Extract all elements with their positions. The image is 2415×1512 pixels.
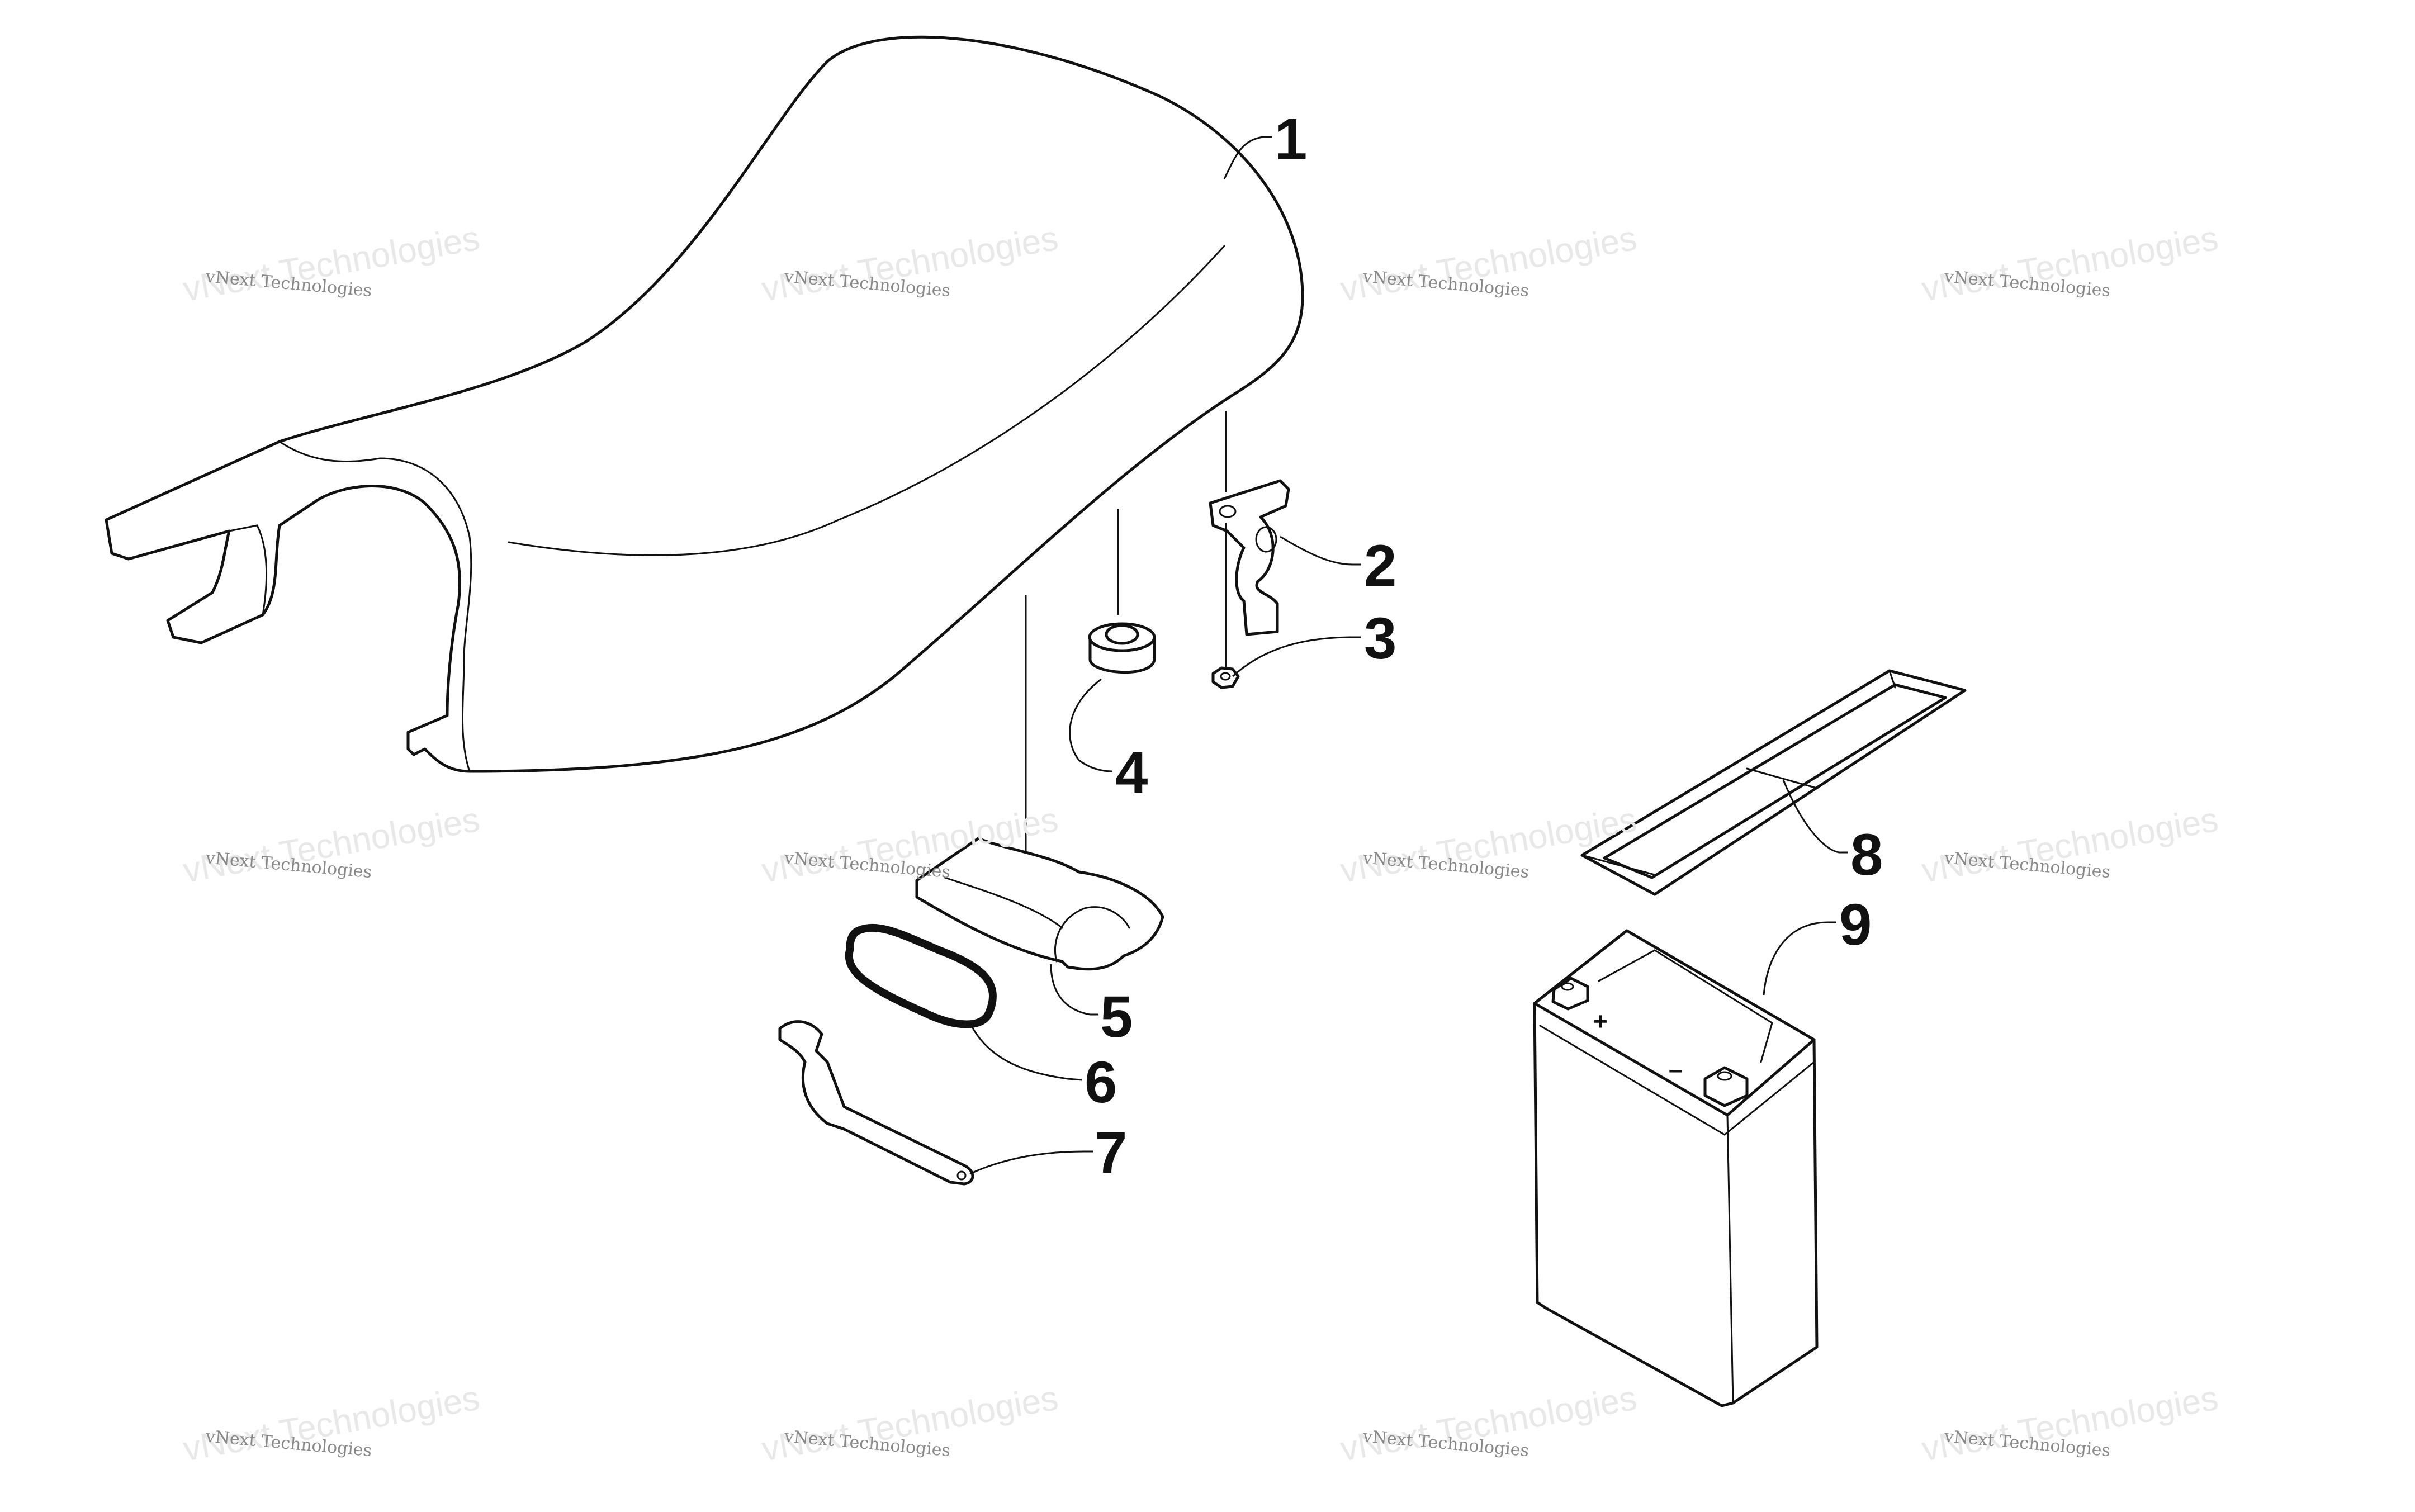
callout-7: 7 — [1095, 1120, 1127, 1186]
latch-bracket-part[interactable] — [1209, 411, 1290, 636]
watermark: vNext Technologies vNext Technologies — [1919, 800, 2221, 890]
callout-9: 9 — [1839, 892, 1872, 958]
battery-part[interactable]: + – — [1533, 929, 1819, 1407]
callout-labels: 1 2 3 4 5 6 7 8 9 — [1085, 107, 1883, 1186]
callout-3: 3 — [1364, 606, 1396, 671]
callout-4: 4 — [1115, 740, 1148, 805]
bumper-part[interactable] — [1088, 509, 1156, 674]
watermark: vNext Technologies vNext Technologies — [181, 1379, 482, 1469]
watermark: vNext Technologies vNext Technologies — [181, 800, 482, 890]
spanner-wrench-part[interactable] — [778, 1020, 974, 1186]
battery-strap-part[interactable] — [1580, 669, 1967, 896]
battery-negative-label: – — [1669, 1056, 1682, 1083]
seat-part[interactable] — [105, 35, 1304, 773]
callout-2: 2 — [1364, 533, 1396, 599]
watermark: vNext Technologies vNext Technologies — [759, 1379, 1061, 1469]
battery-positive-label: + — [1593, 1008, 1608, 1035]
callout-5: 5 — [1100, 984, 1133, 1050]
watermark: vNext Technologies vNext Technologies — [1338, 219, 1640, 309]
leader-lines — [969, 136, 1848, 1175]
watermark: vNext Technologies vNext Technologies — [1919, 219, 2221, 309]
o-ring-part[interactable] — [845, 923, 997, 1028]
watermark: vNext Technologies vNext Technologies — [1338, 800, 1640, 890]
callout-6: 6 — [1085, 1050, 1117, 1115]
callout-1: 1 — [1275, 107, 1307, 172]
tool-pouch-part[interactable] — [915, 595, 1164, 971]
callout-8: 8 — [1850, 822, 1883, 888]
watermark: vNext Technologies vNext Technologies — [1338, 1379, 1640, 1469]
nut-part[interactable] — [1211, 523, 1240, 689]
watermark: vNext Technologies vNext Technologies — [181, 219, 482, 309]
watermark: vNext Technologies vNext Technologies — [1919, 1379, 2221, 1469]
